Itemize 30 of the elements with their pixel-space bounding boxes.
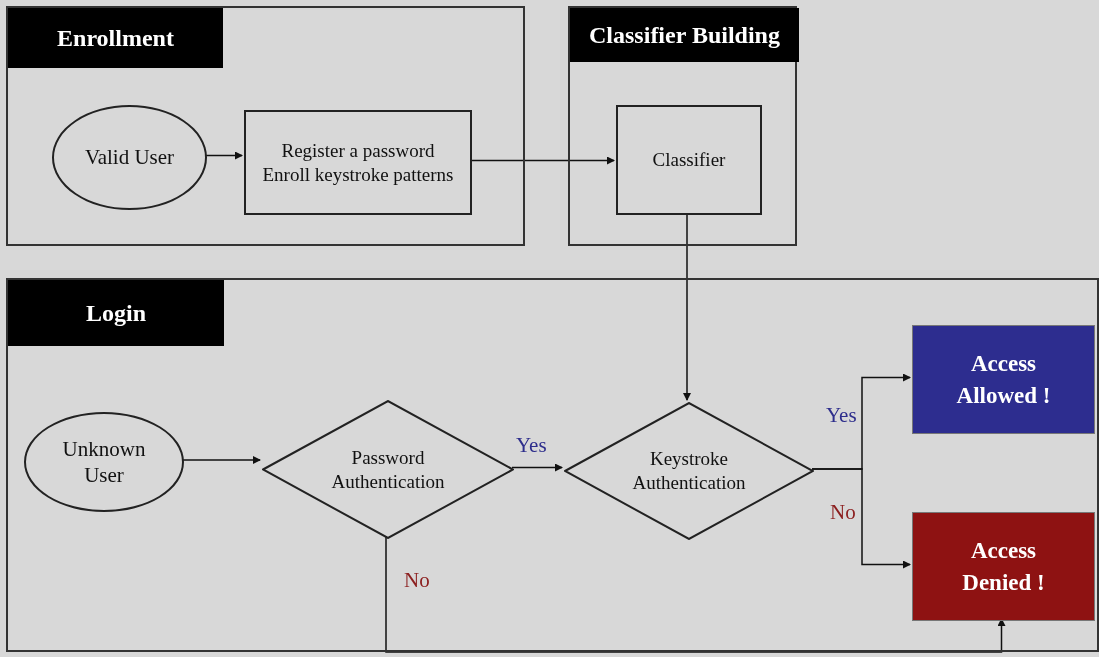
section-panel: [6, 6, 525, 246]
node-label: Access Allowed !: [955, 349, 1052, 410]
process-box: [616, 105, 762, 215]
section-header: Enrollment: [8, 8, 223, 68]
section-panel: [568, 6, 797, 246]
decision-diamond: [262, 400, 514, 539]
arrow: [204, 151, 243, 160]
process-box: [244, 110, 472, 215]
node-label: Unknown User: [61, 435, 147, 489]
node-label: Register a password: [281, 138, 435, 163]
node-label: Password Authentication: [330, 445, 446, 494]
section-panel: [6, 278, 1099, 652]
arrow: [511, 463, 563, 472]
decision-diamond: [564, 402, 814, 540]
arrow: [385, 536, 1006, 653]
node-label: Valid User: [84, 144, 175, 171]
arrow: [683, 212, 691, 401]
arrow: [469, 156, 615, 165]
node-label: Enroll keystroke patterns: [262, 162, 454, 187]
node-label: Keystroke Authentication: [631, 447, 747, 495]
section-header: Login: [8, 280, 224, 346]
node-label: Access Denied !: [961, 536, 1046, 597]
outcome-box: [912, 325, 1095, 434]
ellipse-node: [24, 412, 184, 512]
node-label: Classifier: [652, 148, 726, 172]
section-header: Classifier Building: [570, 8, 799, 62]
arrow: [811, 468, 911, 569]
outcome-box: [912, 512, 1095, 621]
ellipse-node: [52, 105, 207, 210]
arrow: [181, 456, 261, 464]
